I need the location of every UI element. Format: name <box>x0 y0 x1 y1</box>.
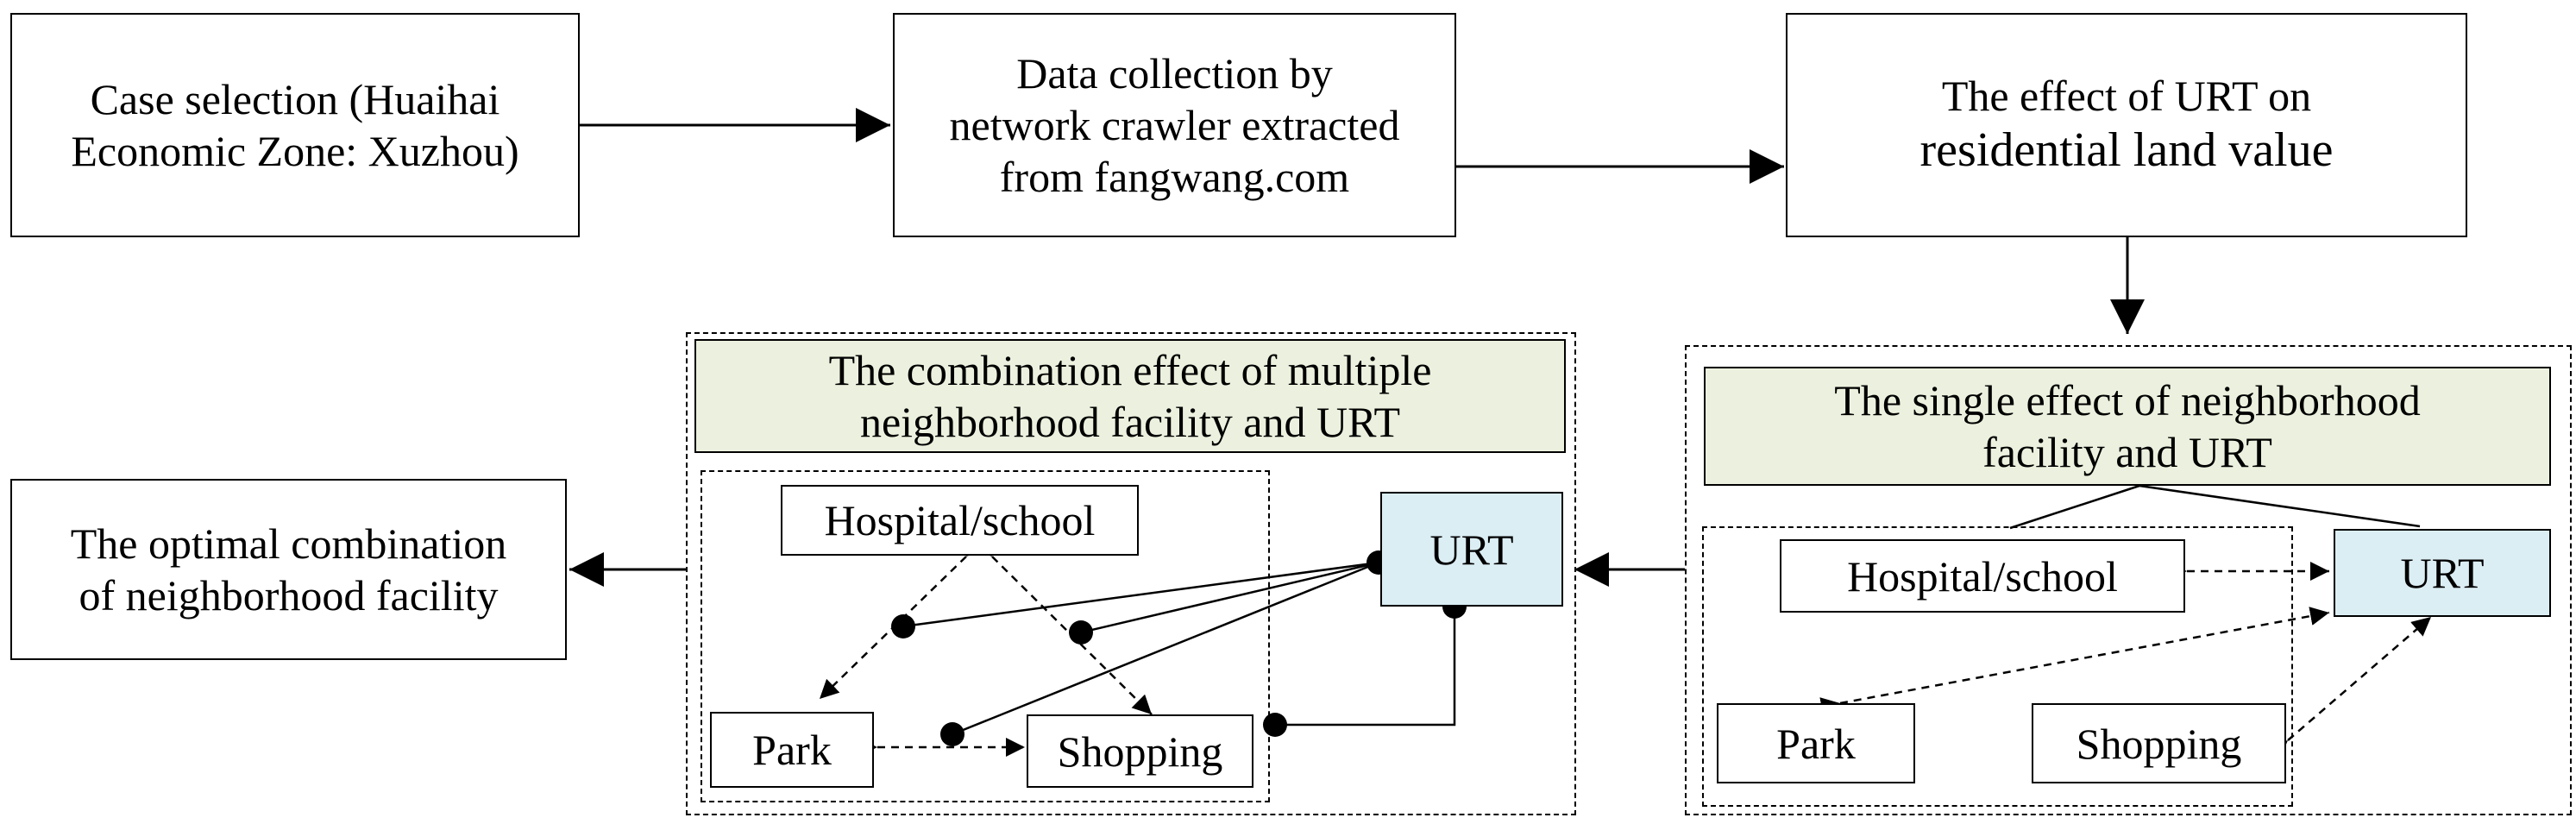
single-park-label: Park <box>1776 719 1856 768</box>
junction-dot <box>940 722 964 746</box>
single-park-box: Park <box>1717 703 1915 783</box>
combination-panel-inner <box>701 470 1270 802</box>
combo-park-box: Park <box>710 712 874 788</box>
single-urt-label: URT <box>2400 549 2485 597</box>
combo-urt-box: URT <box>1380 492 1563 607</box>
single-title-line-1: The single effect of neighborhood <box>1834 376 2421 425</box>
single-shopping-label: Shopping <box>2076 719 2242 768</box>
combo-urt-label: URT <box>1429 525 1514 574</box>
combo-shopping-box: Shopping <box>1027 714 1253 788</box>
combination-title: The combination effect of multiple neigh… <box>694 339 1566 453</box>
junction-dot <box>891 614 915 638</box>
effect-line-1: The effect of URT on <box>1941 72 2312 121</box>
single-urt-box: URT <box>2334 529 2551 617</box>
combo-hospital-school-box: Hospital/school <box>781 485 1139 556</box>
combination-title-line-1: The combination effect of multiple <box>828 346 1432 394</box>
optimal-line-2: of neighborhood facility <box>79 571 499 620</box>
case-selection-box: Case selection (Huaihai Economic Zone: X… <box>10 13 580 237</box>
single-hospital-school-label: Hospital/school <box>1847 551 2118 601</box>
single-panel-outer <box>1685 345 2572 815</box>
link-park-urt <box>1819 607 2330 716</box>
case-selection-line-1: Case selection (Huaihai <box>90 75 500 123</box>
data-collection-line-3: from fangwang.com <box>999 153 1350 201</box>
effect-line-2: residential land value <box>1919 123 2334 178</box>
optimal-line-1: The optimal combination <box>70 519 507 568</box>
data-collection-line-2: network crawler extracted <box>949 101 1400 149</box>
single-hospital-school-box: Hospital/school <box>1780 539 2185 613</box>
junction-dot <box>1069 620 1093 645</box>
link-shopping-urt <box>2267 616 2432 760</box>
combination-title-line-2: neighborhood facility and URT <box>859 398 1400 446</box>
data-collection-box: Data collection by network crawler extra… <box>893 13 1456 237</box>
data-collection-line-1: Data collection by <box>1016 49 1333 97</box>
single-title: The single effect of neighborhood facili… <box>1704 367 2551 486</box>
effect-box: The effect of URT on residential land va… <box>1786 13 2467 237</box>
optimal-combination-box: The optimal combination of neighborhood … <box>10 479 567 660</box>
single-shopping-box: Shopping <box>2032 703 2286 783</box>
combo-hospital-school-label: Hospital/school <box>824 496 1096 544</box>
single-title-line-2: facility and URT <box>1982 428 2272 476</box>
case-selection-line-2: Economic Zone: Xuzhou) <box>71 127 519 175</box>
combo-shopping-label: Shopping <box>1057 727 1223 776</box>
combo-park-label: Park <box>752 726 832 774</box>
junction-dot <box>1263 713 1287 737</box>
